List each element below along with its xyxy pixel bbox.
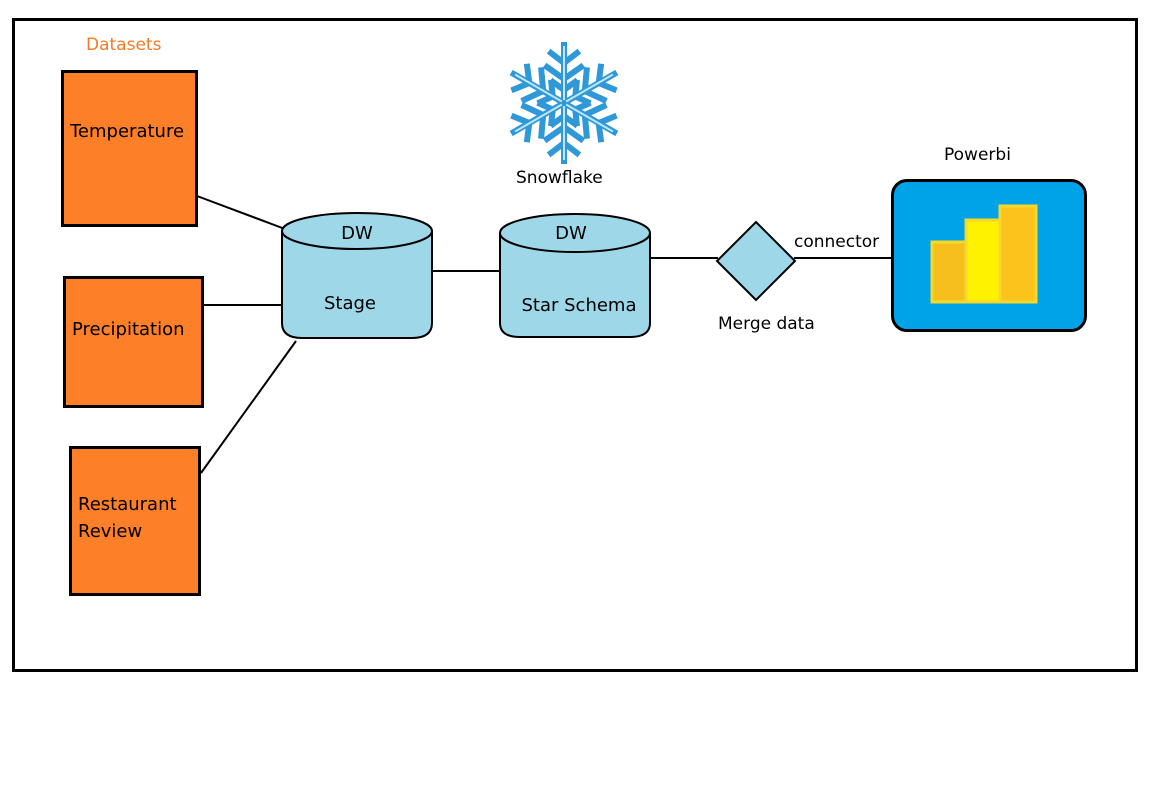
dataset-precipitation: Precipitation: [63, 276, 204, 408]
datasets-label: Datasets: [86, 35, 162, 55]
stage-dw-label: DW: [341, 223, 373, 244]
stage-cylinder: DW Stage: [280, 211, 434, 341]
dataset-temperature: Temperature: [61, 70, 198, 227]
bar-chart-icon: [930, 204, 1038, 304]
dataset-label: Precipitation: [72, 319, 185, 340]
dataset-label: Temperature: [70, 121, 185, 142]
powerbi-label: Powerbi: [944, 145, 1011, 165]
connector-label: connector: [794, 232, 880, 252]
diagram-frame: [12, 18, 1138, 672]
merge-data-label: Merge data: [718, 314, 815, 334]
snowflake-label: Snowflake: [516, 168, 603, 188]
dataset-label: Restaurant Review: [78, 494, 177, 542]
star-dw-label: DW: [555, 223, 587, 244]
powerbi-logo: [891, 179, 1087, 332]
snowflake-icon: [497, 42, 631, 166]
star-schema-cylinder: DW Star Schema: [498, 211, 652, 340]
merge-diamond: [715, 220, 797, 302]
stage-label: Stage: [323, 293, 376, 314]
dataset-restaurant-review: Restaurant Review: [69, 446, 201, 596]
star-schema-label: Star Schema: [521, 295, 637, 316]
